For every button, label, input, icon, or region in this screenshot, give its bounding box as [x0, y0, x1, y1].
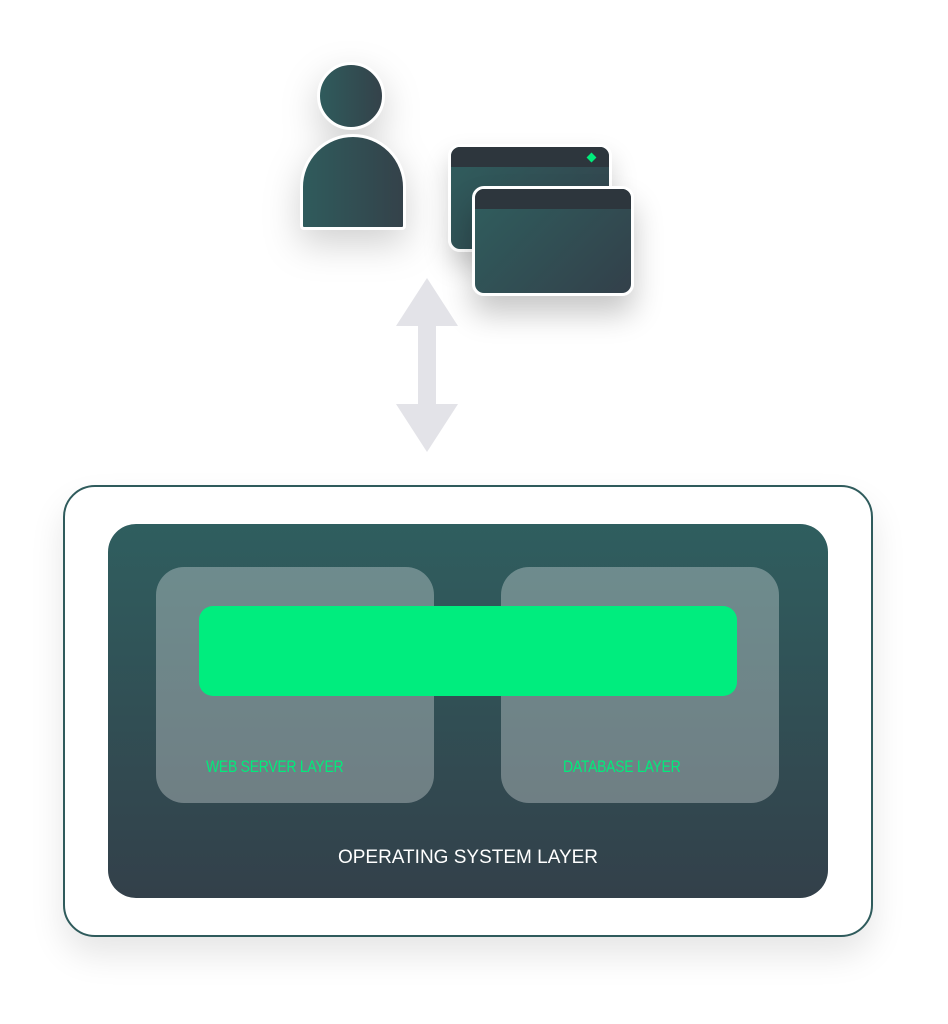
database-layer-label: DATABASE LAYER: [563, 757, 681, 776]
user-body: [300, 134, 406, 230]
application-bar: [199, 606, 737, 696]
user-icon: [300, 62, 406, 230]
operating-system-layer: [108, 524, 828, 898]
web-server-layer-label: WEB SERVER LAYER: [206, 757, 344, 776]
operating-system-layer-label: OPERATING SYSTEM LAYER: [337, 847, 599, 868]
arrow-shape: [396, 278, 458, 452]
front-window-icon: [472, 186, 634, 296]
double-arrow-icon: [396, 278, 458, 452]
window-title-bar: [475, 189, 631, 209]
user-head: [317, 62, 385, 130]
window-title-bar: [451, 147, 609, 167]
